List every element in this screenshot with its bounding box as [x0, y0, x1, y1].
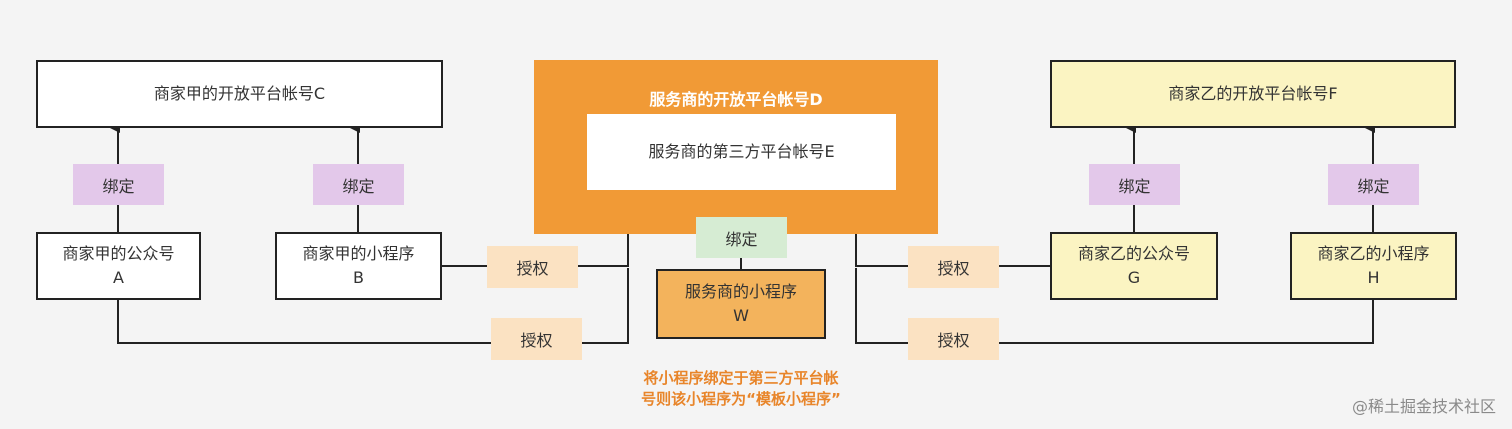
edge-h-to-e	[855, 268, 1374, 344]
node-mini-program-w: 服务商的小程序 W	[656, 269, 826, 339]
node-official-account-a: 商家甲的公众号 A	[36, 232, 201, 300]
node-g-line1: 商家乙的公众号	[1077, 244, 1190, 263]
node-official-account-g: 商家乙的公众号 G	[1050, 232, 1218, 300]
authorize-tag-g-e: 授权	[908, 246, 999, 288]
node-h-line2: H	[1367, 268, 1380, 287]
node-w-line1: 服务商的小程序	[684, 282, 797, 301]
bind-tag-h-f: 绑定	[1328, 164, 1419, 205]
node-mini-program-h: 商家乙的小程序 H	[1290, 232, 1457, 300]
node-f-label: 商家乙的开放平台帐号F	[1168, 84, 1338, 103]
edge-a-to-e	[117, 268, 629, 344]
watermark: @稀土掘金技术社区	[1351, 397, 1496, 416]
node-g-line2: G	[1127, 268, 1141, 287]
node-h-line1: 商家乙的小程序	[1317, 244, 1430, 263]
bind-tag-b-c: 绑定	[313, 164, 404, 205]
node-b-line2: B	[353, 268, 364, 287]
note-line1: 将小程序绑定于第三方平台帐	[643, 369, 839, 387]
bind-tag-w-e: 绑定	[696, 217, 787, 258]
node-w-line2: W	[733, 306, 749, 325]
note-line2: 号则该小程序为“模板小程序”	[641, 390, 841, 408]
template-mini-program-note: 将小程序绑定于第三方平台帐 号则该小程序为“模板小程序”	[586, 368, 896, 410]
node-b-line1: 商家甲的小程序	[302, 244, 415, 263]
authorize-tag-a-e: 授权	[491, 318, 582, 360]
bind-tag-a-c: 绑定	[73, 164, 164, 205]
node-d-label: 服务商的开放平台帐号D	[649, 90, 823, 109]
node-open-account-f: 商家乙的开放平台帐号F	[1050, 60, 1456, 128]
bind-tag-g-f: 绑定	[1089, 164, 1180, 205]
node-mini-program-b: 商家甲的小程序 B	[275, 232, 442, 300]
node-a-line2: A	[113, 268, 124, 287]
authorize-tag-h-e: 授权	[908, 318, 999, 360]
authorize-tag-b-e: 授权	[487, 246, 578, 288]
node-a-line1: 商家甲的公众号	[62, 244, 175, 263]
node-c-label: 商家甲的开放平台帐号C	[153, 84, 326, 103]
node-e-label: 服务商的第三方平台帐号E	[648, 142, 835, 161]
node-third-party-e: 服务商的第三方平台帐号E	[587, 114, 896, 190]
node-open-account-c: 商家甲的开放平台帐号C	[36, 60, 443, 128]
